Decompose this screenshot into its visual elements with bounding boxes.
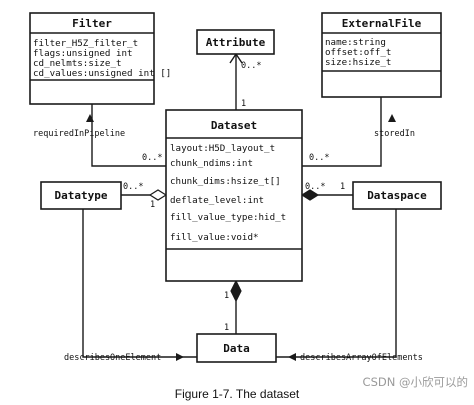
data-class: Data	[196, 333, 277, 363]
direction-right-icon	[176, 353, 184, 361]
externalfile-attribute: name:string	[325, 37, 386, 48]
attribute-class: Attribute	[196, 29, 275, 55]
multiplicity-label: 0..*	[305, 182, 325, 192]
multiplicity-label: 0..*	[241, 61, 261, 71]
filter-attribute: cd_values:unsigned int []	[33, 68, 171, 79]
externalfile-attribute: size:hsize_t	[325, 57, 391, 68]
multiplicity-label: 0..*	[309, 153, 329, 163]
dataset-attribute: layout:H5D_layout_t	[170, 143, 275, 154]
filter-attribute: flags:unsigned int	[33, 48, 133, 59]
filter-attribute: filter_H5Z_filter_t	[33, 38, 138, 49]
filter-dataset-link	[91, 104, 166, 167]
dataspace-class: Dataspace	[352, 181, 442, 210]
dataspace-class-name: Dataspace	[367, 189, 427, 202]
role-label: describesArrayOfElements	[300, 353, 423, 363]
role-label: storedIn	[374, 129, 415, 139]
multiplicity-label: 1	[224, 291, 229, 301]
datatype-data-link	[82, 209, 197, 358]
watermark: CSDN @小欣可以的	[363, 375, 468, 389]
multiplicity-label: 1	[224, 323, 229, 333]
figure-caption: Figure 1-7. The dataset	[175, 387, 300, 401]
composition-diamond-icon	[300, 189, 320, 201]
dataset-attribute: fill_value:void*	[170, 232, 259, 243]
composition-diamond-icon	[230, 279, 242, 303]
role-label: describesOneElement	[64, 353, 161, 363]
externalfile-attribute: offset:off_t	[325, 47, 391, 58]
dataset-attribute: chunk_dims:hsize_t[]	[170, 176, 281, 187]
dataspace-data-link	[276, 209, 397, 358]
direction-up-icon	[388, 114, 396, 122]
multiplicity-label: 0..*	[142, 153, 162, 163]
dataset-attribute: deflate_level:int	[170, 195, 264, 206]
role-label: requiredInPipeline	[33, 129, 125, 139]
direction-up-icon	[86, 114, 94, 122]
multiplicity-label: 1	[150, 200, 155, 210]
multiplicity-label: 1	[340, 182, 345, 192]
aggregation-diamond-icon	[148, 189, 168, 201]
attribute-class-name: Attribute	[206, 36, 266, 49]
externalfile-class: ExternalFile name:string offset:off_t si…	[321, 12, 442, 98]
direction-left-icon	[288, 353, 296, 361]
multiplicity-label: 1	[241, 99, 246, 109]
datatype-class-name: Datatype	[55, 189, 108, 202]
filter-attribute: cd_nelmts:size_t	[33, 58, 122, 69]
externalfile-dataset-link	[302, 97, 382, 167]
multiplicity-label: 0..*	[123, 182, 143, 192]
data-class-name: Data	[223, 342, 250, 355]
dataset-class: Dataset layout:H5D_layout_t chunk_ndims:…	[165, 109, 303, 282]
externalfile-class-name: ExternalFile	[342, 17, 422, 30]
dataset-attribute: chunk_ndims:int	[170, 158, 253, 169]
dataset-attribute: fill_value_type:hid_t	[170, 212, 286, 223]
dataset-class-name: Dataset	[211, 119, 257, 132]
datatype-class: Datatype	[40, 181, 122, 210]
filter-class-name: Filter	[72, 17, 112, 30]
filter-class: Filter filter_H5Z_filter_t flags:unsigne…	[29, 12, 171, 105]
